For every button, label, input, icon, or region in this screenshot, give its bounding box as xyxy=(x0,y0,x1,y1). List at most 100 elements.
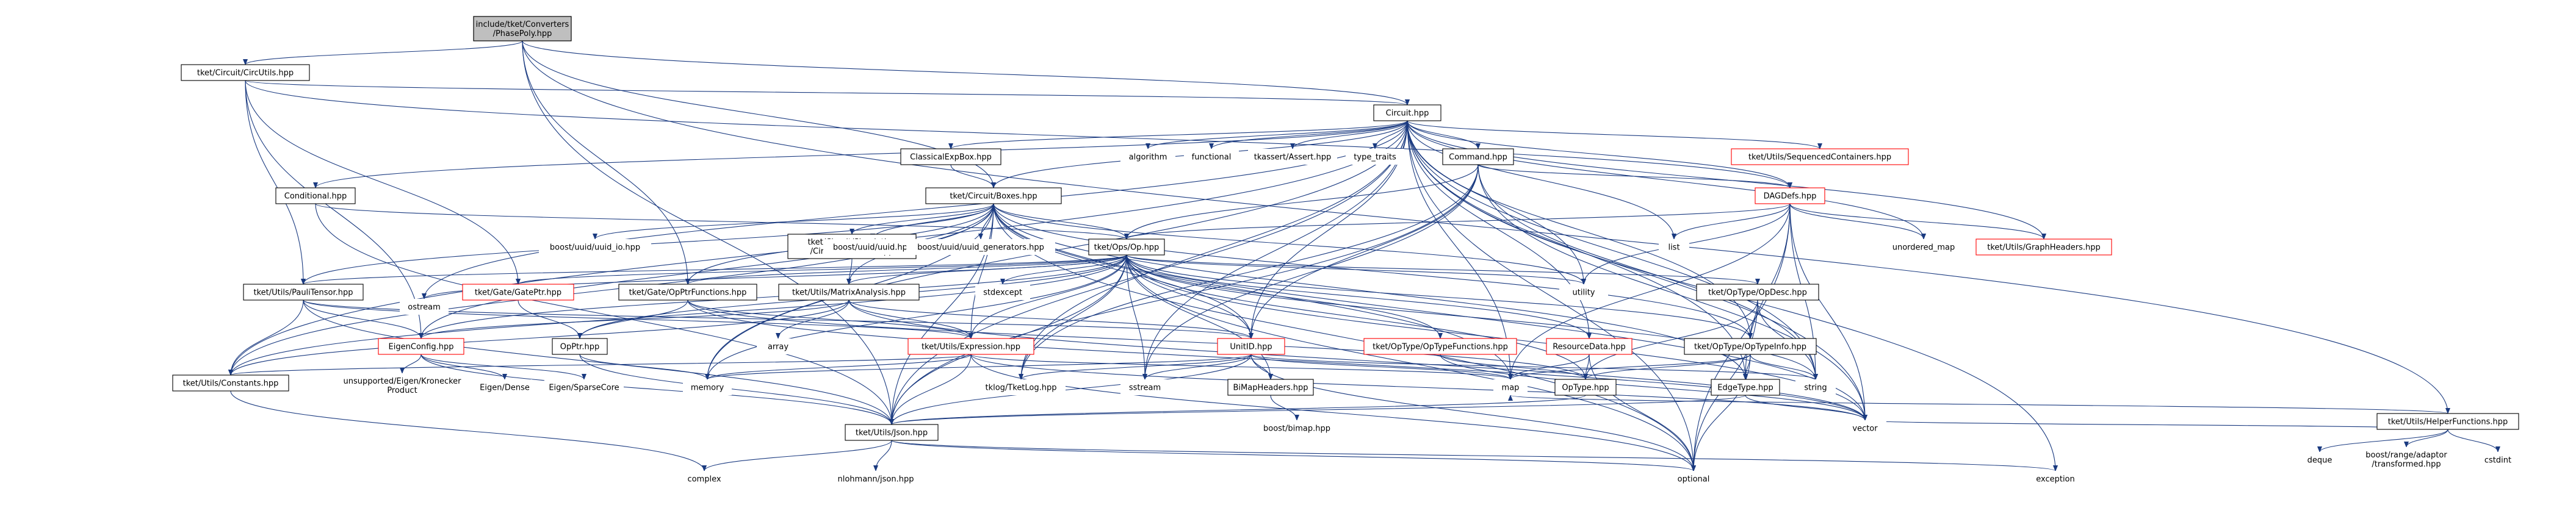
node-box xyxy=(683,379,732,395)
edge-matrixanalysis-to-eigenconfig xyxy=(419,299,850,339)
node-conditional[interactable]: Conditional.hpp xyxy=(275,187,356,204)
edge-json-to-exception xyxy=(891,440,2058,471)
node-matrixanalysis[interactable]: tket/Utils/MatrixAnalysis.hpp xyxy=(778,284,920,301)
node-list: list xyxy=(1659,239,1689,255)
node-resourcedata[interactable]: ResourceData.hpp xyxy=(1546,338,1633,355)
node-box xyxy=(1217,338,1285,355)
node-optype[interactable]: OpType.hpp xyxy=(1554,379,1617,396)
node-gateptr[interactable]: tket/Gate/GatePtr.hpp xyxy=(462,284,574,301)
edge-optype-to-json xyxy=(889,395,1586,425)
edge-expression-to-map xyxy=(970,354,1513,380)
edge-dagdefs-to-unorderedmap xyxy=(1789,203,1926,240)
node-boxes[interactable]: tket/Circuit/Boxes.hpp xyxy=(925,187,1062,204)
node-label: array xyxy=(768,343,788,352)
node-opptrfn[interactable]: tket/Gate/OpPtrFunctions.hpp xyxy=(618,284,757,301)
edge-paulitensor-to-constants xyxy=(228,299,304,376)
node-eigenconfig[interactable]: EigenConfig.hpp xyxy=(378,338,464,355)
node-algorithm: algorithm xyxy=(1120,149,1175,165)
node-box xyxy=(1975,238,2112,256)
node-classicalexp[interactable]: ClassicalExpBox.hpp xyxy=(900,148,1001,165)
edge-boxes-to-ops xyxy=(993,203,1129,240)
edge-command-to-tklog xyxy=(1019,164,1479,380)
node-opdesc[interactable]: tket/OpType/OpDesc.hpp xyxy=(1696,284,1819,301)
edge-circuit-to-unorderedmap xyxy=(1407,120,1926,240)
node-label: tket/OpType/OpDesc.hpp xyxy=(1708,288,1807,298)
node-seqcontainers[interactable]: tket/Utils/SequencedContainers.hpp xyxy=(1731,148,1909,165)
node-unitid[interactable]: UnitID.hpp xyxy=(1217,338,1285,355)
edge-optypeinfo-to-edgetype xyxy=(1743,354,1751,380)
edge-ops-to-string xyxy=(1126,254,1818,380)
edge-dagdefs-to-map xyxy=(1508,203,1791,380)
node-label: type_traits xyxy=(1354,153,1396,162)
node-exception: exception xyxy=(2028,471,2083,487)
node-constants[interactable]: tket/Utils/Constants.hpp xyxy=(172,374,289,392)
edge-circutils-to-circuit xyxy=(245,80,1410,106)
node-box xyxy=(172,374,289,392)
node-helperfn[interactable]: tket/Utils/HelperFunctions.hpp xyxy=(2376,413,2519,430)
edge-ops-to-unitid xyxy=(1126,254,1254,339)
node-ops[interactable]: tket/Ops/Op.hpp xyxy=(1088,238,1165,256)
node-box xyxy=(1227,379,1314,396)
node-json[interactable]: tket/Utils/Json.hpp xyxy=(845,424,939,441)
node-label: memory xyxy=(691,384,724,393)
node-box xyxy=(462,284,574,301)
edge-edgetype-to-json xyxy=(889,395,1746,425)
node-ostream: ostream xyxy=(400,299,449,315)
node-label: tket/Utils/GraphHeaders.hpp xyxy=(1987,243,2101,253)
node-root[interactable]: include/tket/Converters/PhasePoly.hpp xyxy=(473,16,572,41)
edge-optypeinfo-to-string xyxy=(1750,354,1818,380)
edge-boxes-to-utility xyxy=(993,203,1586,285)
node-circutils[interactable]: tket/Circuit/CircUtils.hpp xyxy=(181,64,310,81)
edge-circuit-to-conditional xyxy=(313,120,1408,188)
node-label: EdgeType.hpp xyxy=(1717,384,1773,393)
node-label: Circuit.hpp xyxy=(1386,109,1429,118)
edge-circuit-to-functional xyxy=(1209,120,1408,149)
edge-dagdefs-to-graphheaders xyxy=(1789,203,2046,240)
edge-command-to-sstream xyxy=(1142,164,1479,380)
edge-expression-to-json xyxy=(889,354,972,425)
node-label: algorithm xyxy=(1129,153,1167,162)
node-graphheaders[interactable]: tket/Utils/GraphHeaders.hpp xyxy=(1975,238,2112,256)
node-box xyxy=(539,239,651,255)
node-label: tket/OpType/OpTypeFunctions.hpp xyxy=(1373,343,1508,352)
node-label: tket/Utils/Constants.hpp xyxy=(183,379,279,389)
node-box xyxy=(618,284,757,301)
edge-resourcedata-to-map xyxy=(1508,354,1590,380)
node-box xyxy=(1559,284,1608,300)
node-label: include/tket/Converters/PhasePoly.hpp xyxy=(476,20,569,38)
edge-matrixanalysis-to-array xyxy=(776,299,850,339)
node-expression[interactable]: tket/Utils/Expression.hpp xyxy=(907,338,1034,355)
node-box xyxy=(2028,471,2083,487)
node-typetraits: type_traits xyxy=(1346,149,1404,165)
node-box xyxy=(680,471,729,487)
edge-ops-to-opdesc xyxy=(1126,254,1760,285)
node-label: map xyxy=(1502,384,1520,393)
edge-matrixanalysis-to-expression xyxy=(848,299,973,339)
edge-circuit-to-string xyxy=(1407,120,1818,380)
edge-root-to-circuit xyxy=(522,40,1410,106)
node-opptr[interactable]: OpPtr.hpp xyxy=(552,338,608,355)
node-box xyxy=(827,471,925,487)
node-command[interactable]: Command.hpp xyxy=(1442,148,1514,165)
node-label: string xyxy=(1804,384,1827,393)
node-label: list xyxy=(1668,243,1679,253)
node-circuit[interactable]: Circuit.hpp xyxy=(1373,104,1441,121)
node-bimapheaders[interactable]: BiMapHeaders.hpp xyxy=(1227,379,1314,396)
node-vector: vector xyxy=(1844,420,1886,436)
node-optypefn[interactable]: tket/OpType/OpTypeFunctions.hpp xyxy=(1363,338,1517,355)
node-label: tklog/TketLog.hpp xyxy=(985,384,1056,393)
edge-ops-to-memory xyxy=(705,254,1127,380)
edge-conditional-to-ops xyxy=(315,203,1129,240)
node-label: cstdint xyxy=(2484,456,2511,465)
node-dagdefs[interactable]: DAGDefs.hpp xyxy=(1755,187,1825,204)
edge-ops-to-stdexcept xyxy=(1000,254,1127,285)
node-edgetype[interactable]: EdgeType.hpp xyxy=(1711,379,1780,396)
node-label: ResourceData.hpp xyxy=(1553,343,1626,352)
node-optypeinfo[interactable]: tket/OpType/OpTypeInfo.hpp xyxy=(1684,338,1817,355)
edge-expression-to-optional xyxy=(970,354,1696,471)
node-paulitensor[interactable]: tket/Utils/PauliTensor.hpp xyxy=(243,284,364,301)
edge-circuit-to-classicalexp xyxy=(948,120,1408,149)
